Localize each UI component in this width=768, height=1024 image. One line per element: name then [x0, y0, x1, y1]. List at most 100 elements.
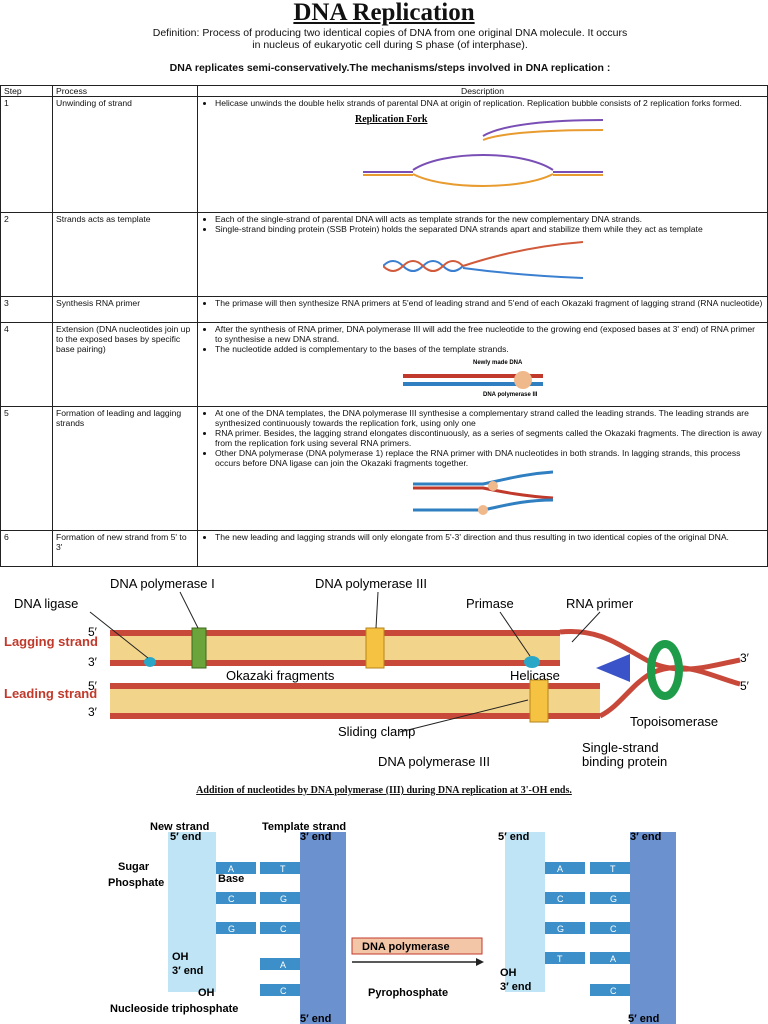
base-letter: T [610, 864, 616, 874]
step-number: 3 [0, 296, 53, 323]
label-dna-polymerase-3-top: DNA polymerase III [315, 576, 427, 591]
description-bullet: Other DNA polymerase (DNA polymerase 1) … [215, 448, 764, 468]
figure-label: Newly made DNA [473, 360, 523, 366]
description-bullet: Each of the single-strand of parental DN… [215, 214, 764, 224]
label-leading-strand: Leading strand [4, 686, 97, 701]
step-number: 1 [0, 96, 53, 213]
base-letter: C [610, 924, 617, 934]
table-row: 2 Strands acts as template Each of the s… [0, 212, 768, 297]
step-number: 2 [0, 212, 53, 297]
base-letter: A [610, 954, 616, 964]
label-base: Base [218, 873, 244, 885]
base-letter: A [228, 864, 234, 874]
description-cell: The primase will then synthesize RNA pri… [197, 296, 768, 323]
label-5-prime: 5′ [740, 679, 750, 693]
figure-label: Replication Fork [355, 114, 428, 125]
description-cell: The new leading and lagging strands will… [197, 530, 768, 567]
process-name: Unwinding of strand [52, 96, 198, 213]
base-letter: G [610, 894, 617, 904]
label-single-strand-binding-protein: Single-strand binding protein [582, 740, 667, 769]
label-rna-primer: RNA primer [566, 596, 634, 611]
label-3-end: 3′ end [630, 831, 661, 843]
replication-fork-figure: Replication Fork [355, 114, 603, 187]
base-letter: G [280, 894, 287, 904]
figure-label: DNA polymerase III [483, 392, 538, 398]
label-template-strand: Template strand [262, 821, 346, 833]
label-pyrophosphate: Pyrophosphate [368, 987, 448, 999]
base-letter: G [228, 924, 235, 934]
base-letter: A [280, 960, 286, 970]
description-cell: Helicase unwinds the double helix strand… [197, 96, 768, 213]
description-cell: After the synthesis of RNA primer, DNA p… [197, 322, 768, 407]
table-row: 3 Synthesis RNA primer The primase will … [0, 296, 768, 323]
header-step: Step [0, 85, 53, 97]
ssb-protein-figure [382, 241, 583, 279]
label-sugar: Sugar [118, 861, 150, 873]
description-bullet: At one of the DNA templates, the DNA pol… [215, 408, 764, 428]
process-name: Extension (DNA nucleotides join up to th… [52, 322, 198, 407]
base-letter: C [280, 986, 287, 996]
label-5-prime: 5′ [88, 625, 98, 639]
base-letter: G [557, 924, 564, 934]
base-letter: A [557, 864, 563, 874]
label-oh: OH [500, 967, 517, 979]
label-oh: OH [198, 987, 215, 999]
label-5-end: 5′ end [498, 831, 529, 843]
description-cell: Each of the single-strand of parental DN… [197, 212, 768, 297]
description-bullet: The nucleotide added is complementary to… [215, 344, 764, 354]
label-topoisomerase: Topoisomerase [630, 714, 718, 729]
label-3-prime: 3′ [740, 651, 750, 665]
base-letter: C [228, 894, 235, 904]
definition: Definition: Process of producing two ide… [152, 27, 628, 51]
description-bullet: Single-strand binding protein (SSB Prote… [215, 224, 764, 234]
table-row: 5 Formation of leading and lagging stran… [0, 406, 768, 531]
leading-lagging-figure [412, 470, 553, 515]
process-name: Strands acts as template [52, 212, 198, 297]
label-dna-polymerase-1: DNA polymerase I [110, 576, 215, 591]
base-letter: C [280, 924, 287, 934]
table-row: 4 Extension (DNA nucleotides join up to … [0, 322, 768, 407]
label-new-strand: New strand [150, 821, 209, 833]
label-ssb-line: Single-strand [582, 740, 659, 755]
description-bullet: Helicase unwinds the double helix strand… [215, 98, 764, 108]
label-phosphate: Phosphate [108, 877, 164, 889]
label-5-end: 5′ end [628, 1013, 659, 1024]
page-title: DNA Replication [293, 0, 475, 26]
description-cell: At one of the DNA templates, the DNA pol… [197, 406, 768, 531]
addition-title: Addition of nucleotides by DNA polymeras… [196, 785, 572, 796]
label-helicase: Helicase [510, 668, 560, 683]
replication-mechanism-diagram: DNA polymerase I DNA polymerase III DNA … [4, 576, 750, 769]
label-3-end: 3′ end [500, 981, 531, 993]
label-ssb-line: binding protein [582, 754, 667, 769]
label-primase: Primase [466, 596, 514, 611]
base-letter: C [610, 986, 617, 996]
label-dna-polymerase-3-bottom: DNA polymerase III [378, 754, 490, 769]
intro-text: DNA replicates semi-conservatively.The m… [169, 62, 611, 74]
label-3-end: 3′ end [300, 831, 331, 843]
process-name: Formation of new strand from 5' to 3' [52, 530, 198, 567]
label-dna-ligase: DNA ligase [14, 596, 78, 611]
label-5-end: 5′ end [300, 1013, 331, 1024]
table-row: 1 Unwinding of strand Helicase unwinds t… [0, 96, 768, 213]
label-dna-polymerase: DNA polymerase [362, 941, 450, 953]
label-sliding-clamp: Sliding clamp [338, 724, 415, 739]
process-name: Synthesis RNA primer [52, 296, 198, 323]
step-number: 5 [0, 406, 53, 531]
step-number: 4 [0, 322, 53, 407]
label-5-prime: 5′ [88, 679, 98, 693]
label-3-prime: 3′ [88, 655, 98, 669]
step-number: 6 [0, 530, 53, 567]
table-header-row: Step Process Description [0, 85, 768, 97]
extension-figure: Newly made DNA DNA polymerase III [402, 360, 543, 398]
left-pairs: A T C G G C A C [216, 862, 300, 996]
steps-table: Step Process Description 1 Unwinding of … [0, 85, 768, 567]
description-bullet: The primase will then synthesize RNA pri… [215, 298, 764, 308]
description-bullet: The new leading and lagging strands will… [215, 532, 764, 542]
base-letter: C [557, 894, 564, 904]
description-bullet: After the synthesis of RNA primer, DNA p… [215, 324, 764, 344]
label-3-prime: 3′ [88, 705, 98, 719]
base-letter: T [280, 864, 286, 874]
nucleotide-addition-diagram: New strand Template strand 5′ end 3′ end… [108, 821, 676, 1024]
right-pairs: A T C G G C T A C [545, 862, 630, 996]
process-name: Formation of leading and lagging strands [52, 406, 198, 531]
